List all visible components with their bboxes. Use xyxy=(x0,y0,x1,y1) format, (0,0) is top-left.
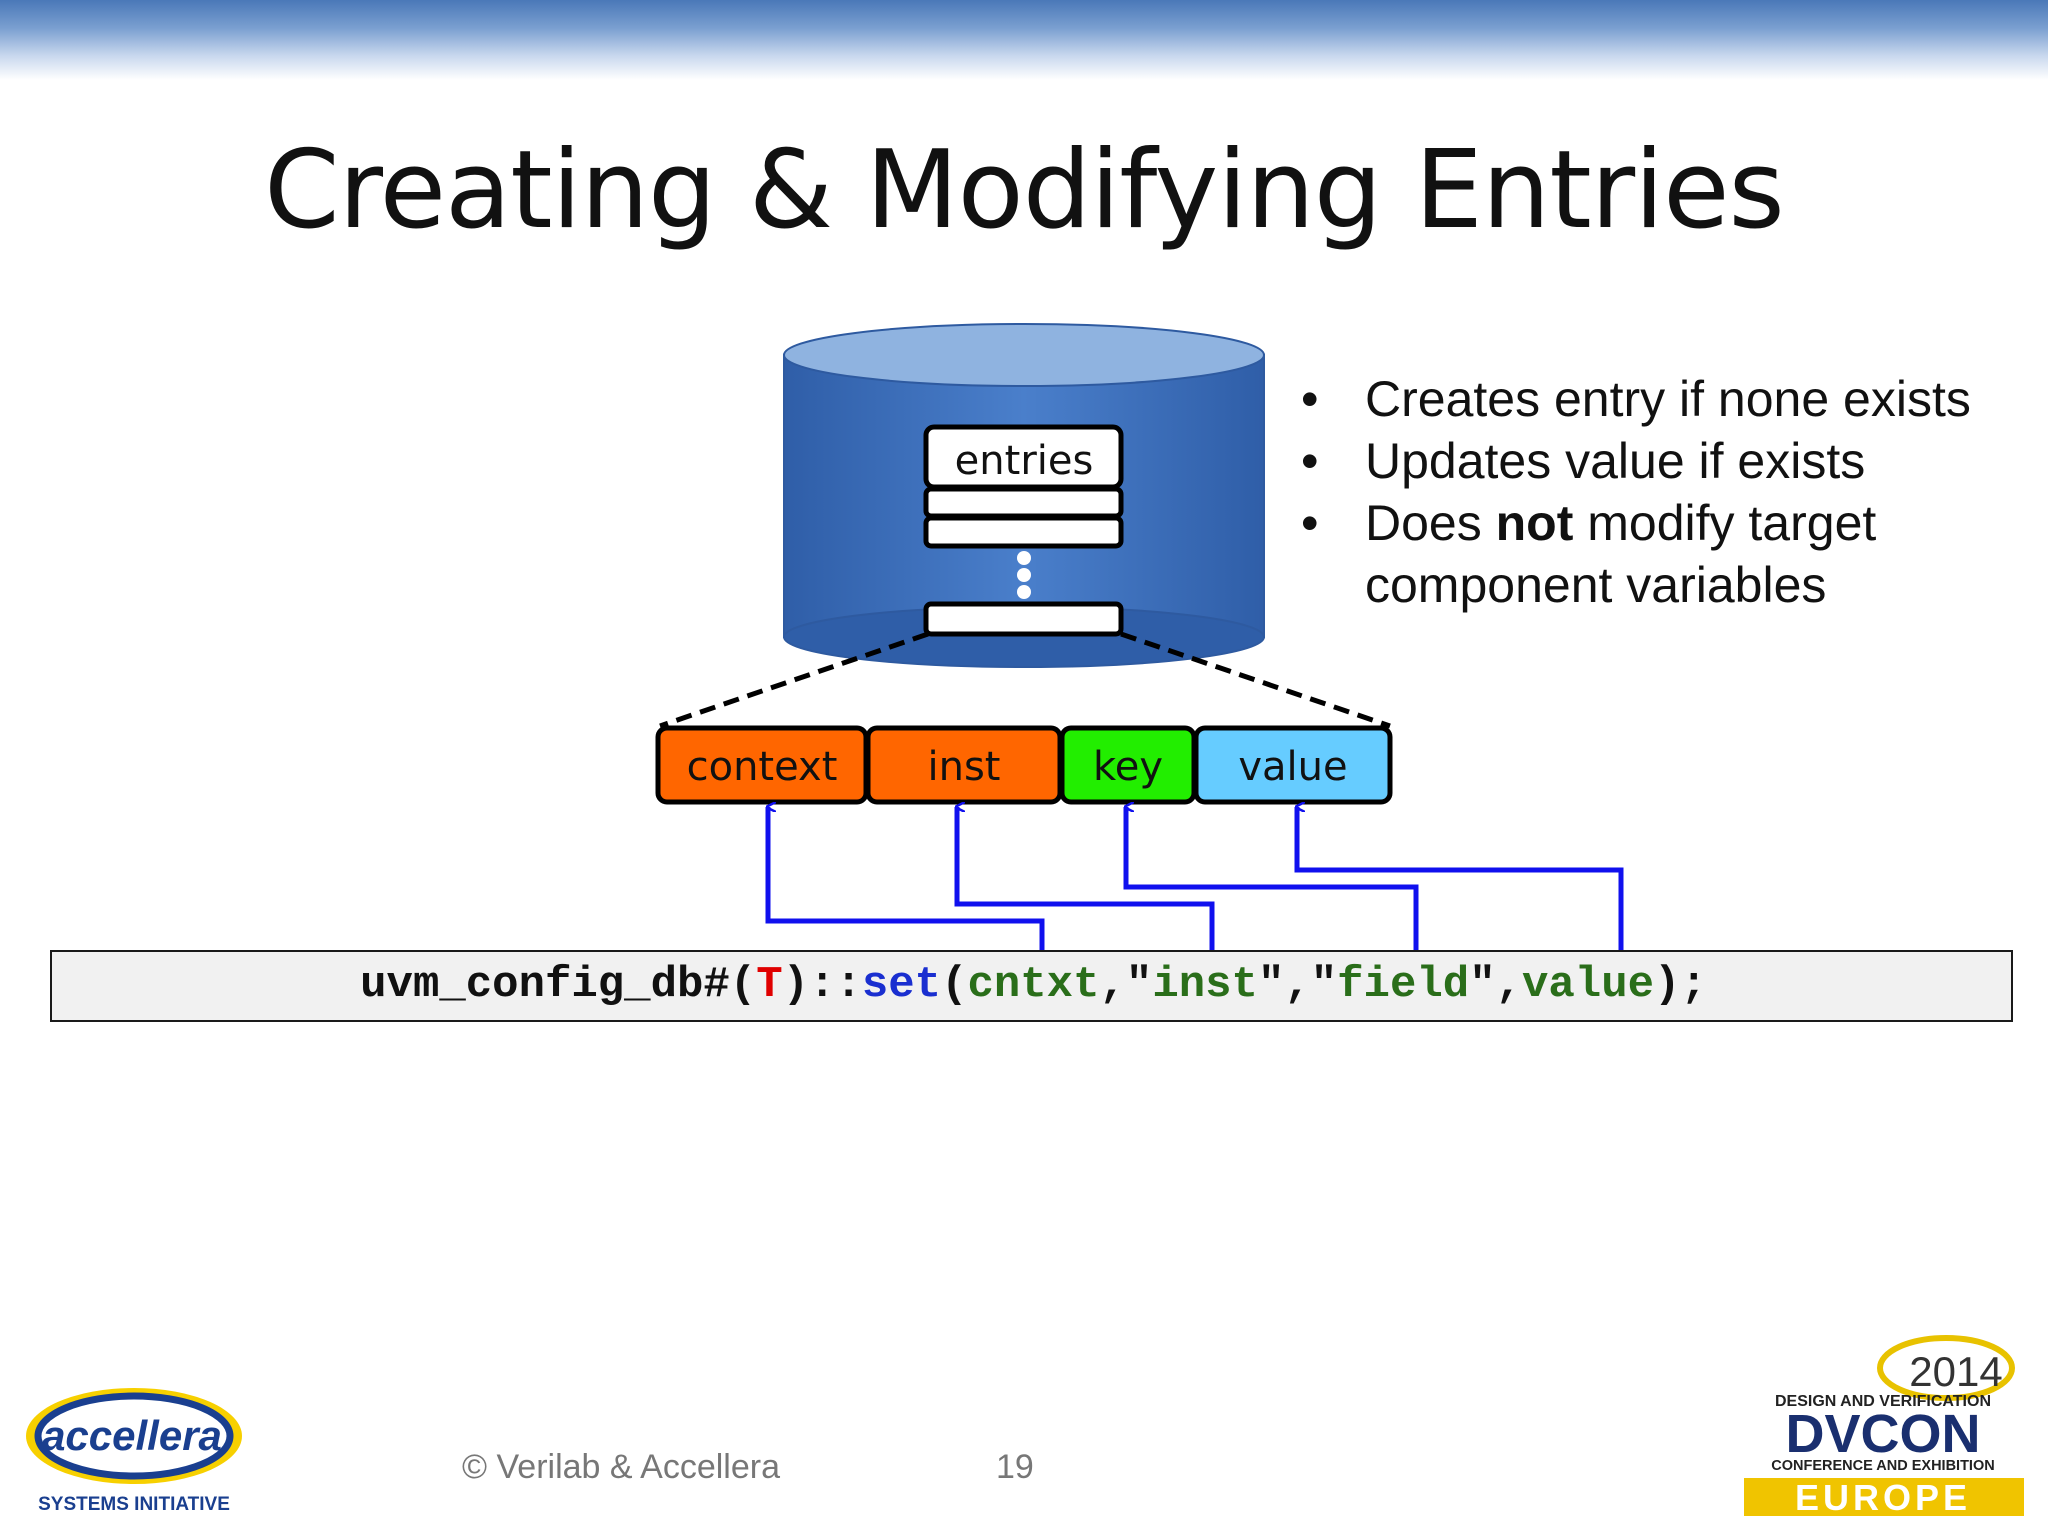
field-label-key: key xyxy=(1093,744,1163,790)
entry-fields: context inst key value xyxy=(655,725,1393,805)
bullet-item: Does not modify target component variabl… xyxy=(1295,492,2035,616)
expand-line-left xyxy=(659,631,929,729)
arrow-inst-to-inst xyxy=(954,807,1215,952)
field-label-inst: inst xyxy=(928,744,1001,790)
ellipsis-dot xyxy=(1017,551,1031,565)
slide-title: Creating & Modifying Entries xyxy=(264,128,1785,253)
svg-text:2014: 2014 xyxy=(1909,1348,2002,1395)
bullet-item: Creates entry if none exists xyxy=(1295,368,2035,430)
bullet-list: Creates entry if none exists Updates val… xyxy=(1295,368,2035,616)
bullet-item: Updates value if exists xyxy=(1295,430,2035,492)
ellipsis-dot xyxy=(1017,568,1031,582)
ellipsis-dot xyxy=(1017,585,1031,599)
entries-table: entries xyxy=(923,424,1124,637)
field-box-value xyxy=(1193,725,1393,805)
svg-text:accellera: accellera xyxy=(42,1412,222,1459)
field-label-value: value xyxy=(1238,744,1347,790)
arrow-field-to-key xyxy=(1123,807,1419,952)
arrow-value-to-value xyxy=(1294,807,1624,952)
svg-text:CONFERENCE AND EXHIBITION: CONFERENCE AND EXHIBITION xyxy=(1771,1458,1994,1474)
field-label-context: context xyxy=(687,744,838,790)
database-cylinder xyxy=(783,323,1265,668)
svg-text:SYSTEMS INITIATIVE: SYSTEMS INITIATIVE xyxy=(38,1494,230,1515)
entries-label: entries xyxy=(955,438,1094,484)
code-line: uvm_config_db#(T)::set(cntxt,"inst","fie… xyxy=(360,960,1707,1010)
accellera-logo: accellera SYSTEMS INITIATIVE xyxy=(26,1388,242,1515)
svg-text:EUROPE: EUROPE xyxy=(1795,1477,1971,1518)
code-box: uvm_config_db#(T)::set(cntxt,"inst","fie… xyxy=(50,950,2013,1022)
svg-text:DESIGN AND VERIFICATION: DESIGN AND VERIFICATION xyxy=(1775,1393,1991,1410)
arrow-cntxt-to-context xyxy=(765,807,1045,952)
expand-line-right xyxy=(1120,631,1391,729)
top-gradient-bar xyxy=(0,0,2048,80)
svg-text:DVCON: DVCON xyxy=(1785,1404,1980,1464)
dvcon-logo: 2014 DESIGN AND VERIFICATION DVCON CONFE… xyxy=(1744,1335,2024,1518)
copyright-text: © Verilab & Accellera xyxy=(462,1448,780,1486)
page-number: 19 xyxy=(996,1448,1034,1486)
arg-arrows xyxy=(765,807,1624,952)
